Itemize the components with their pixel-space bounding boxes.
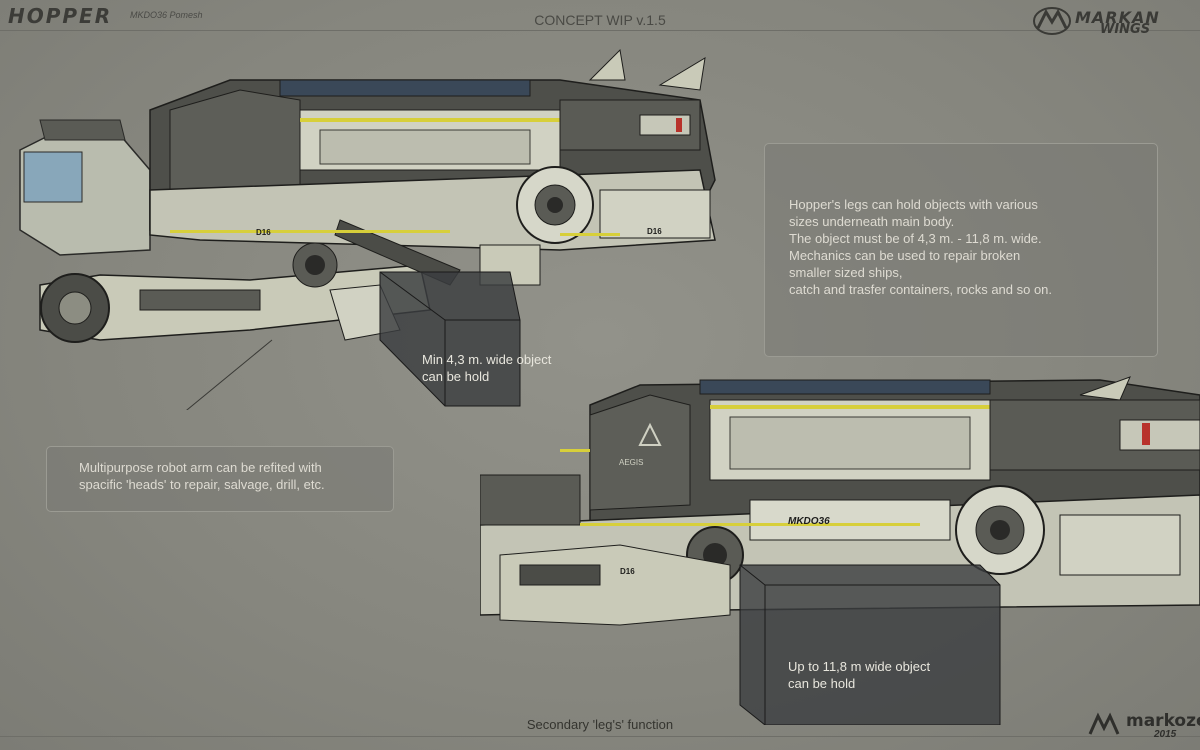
project-title: HOPPER (8, 4, 113, 28)
author-logo-icon (1088, 712, 1120, 735)
project-subtitle: MKDO36 Pomesh (130, 10, 203, 20)
header-divider (0, 30, 1200, 31)
robot-arm-info-text: Multipurpose robot arm can be refited wi… (79, 460, 325, 492)
hull-code-1: D16 (256, 228, 271, 237)
hull-code-3: MKDO36 (788, 516, 830, 527)
author-logo-text: markoze (1126, 711, 1200, 731)
brand-logo-icon (1033, 7, 1071, 35)
hull-code-4: D16 (620, 567, 635, 576)
author-logo-year: 2015 (1154, 729, 1177, 740)
footer-divider (0, 736, 1200, 737)
ship-lower-illustration (480, 376, 1200, 725)
robot-arm-info-box: Multipurpose robot arm can be refited wi… (46, 446, 394, 512)
min-object-callout: Min 4,3 m. wide object can be hold (422, 352, 552, 384)
brand-logo-subtext: WINGS (1100, 22, 1151, 37)
brand-logo-text: MARKAN (1075, 8, 1160, 27)
figure-caption: Secondary 'leg's' function (526, 717, 674, 732)
version-label: CONCEPT WIP v.1.5 (534, 12, 666, 28)
legs-info-box: Hopper's legs can hold objects with vari… (764, 143, 1158, 357)
hull-code-2: D16 (647, 227, 662, 236)
legs-info-text: Hopper's legs can hold objects with vari… (789, 197, 1053, 297)
hull-emblem: AEGIS (619, 458, 644, 467)
max-object-callout: Up to 11,8 m wide object can be hold (788, 659, 931, 691)
ship-upper-illustration (19, 48, 716, 410)
